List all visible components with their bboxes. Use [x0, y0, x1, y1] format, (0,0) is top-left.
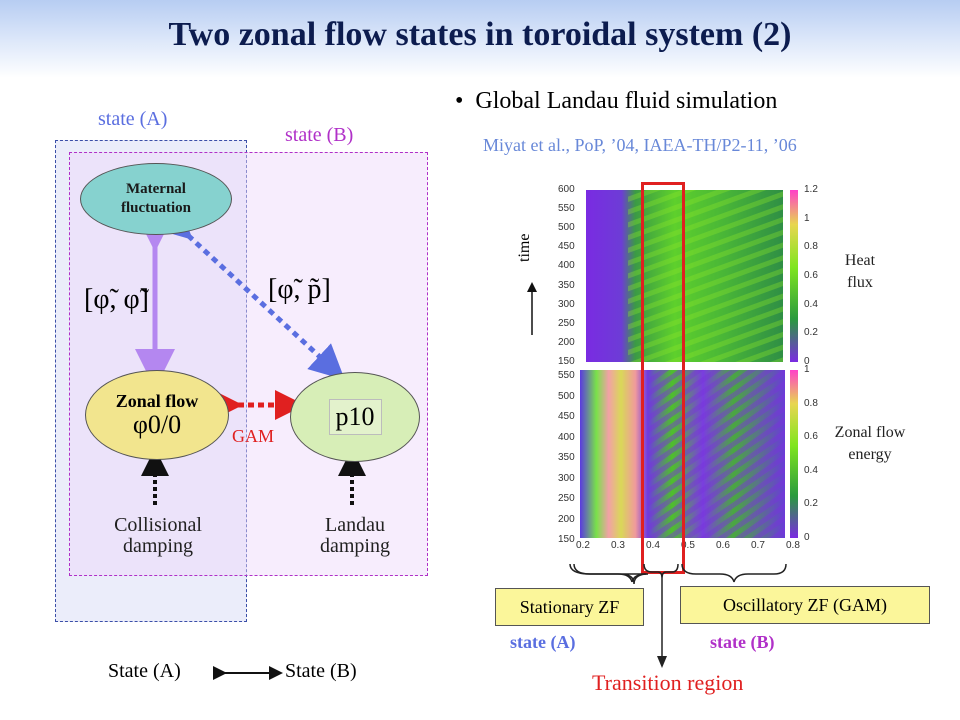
- landau-line2: damping: [320, 535, 390, 557]
- transition-highlight-box: [641, 182, 685, 574]
- y-axis-top-tick: 400: [558, 260, 575, 272]
- state-b-bottom-label: State (B): [285, 660, 357, 682]
- maternal-fluctuation-node: Maternal fluctuation: [80, 163, 232, 235]
- title-band: [0, 0, 960, 78]
- oscillatory-zf-box: Oscillatory ZF (GAM): [680, 586, 930, 624]
- state-a-bottom-label: State (A): [108, 660, 181, 682]
- zonal-energy-line2: energy: [848, 446, 892, 463]
- x-axis-tick: 0.4: [646, 540, 660, 551]
- y-axis-top-tick: 600: [558, 184, 575, 195]
- x-axis-tick: 0.7: [751, 540, 765, 551]
- collisional-line1: Collisional: [114, 514, 202, 536]
- colorbar-top-tick: 0: [804, 356, 810, 367]
- zonal-flow-energy-label: Zonal flow energy: [815, 422, 925, 466]
- y-axis-top-tick: 500: [558, 222, 575, 234]
- heat-flux-line1: Heat: [844, 252, 876, 269]
- x-axis-tick: 0.8: [786, 540, 800, 551]
- p10-symbol: p10: [328, 399, 382, 435]
- simulation-heatmaps: [580, 190, 798, 538]
- zonal-flow-node: Zonal flow φ0/0: [85, 370, 229, 460]
- y-axis-top-tick: 550: [558, 203, 575, 215]
- stationary-zf-box: Stationary ZF: [495, 588, 644, 626]
- zonal-energy-line1: Zonal flow: [834, 424, 906, 441]
- heat-flux-label: Heat flux: [820, 250, 900, 294]
- state-b-right-label: state (B): [710, 632, 775, 652]
- x-axis-tick: 0.6: [716, 540, 730, 551]
- y-axis-bottom-tick: 300: [558, 472, 575, 484]
- bullet-item: • Global Landau fluid simulation: [455, 88, 777, 115]
- y-axis-top-tick: 350: [558, 279, 575, 291]
- colorbar-top-tick: 0.4: [804, 298, 818, 310]
- transition-region-label: Transition region: [592, 670, 744, 695]
- page-title: Two zonal flow states in toroidal system…: [168, 16, 792, 53]
- y-axis-top-tick: 300: [558, 298, 575, 310]
- colorbar-zonal-energy: [790, 370, 798, 538]
- colorbar-bottom-tick: 0.2: [804, 498, 818, 510]
- y-axis-bottom-tick: 400: [558, 431, 575, 443]
- state-b-label: state (B): [285, 124, 354, 146]
- x-axis-tick: 0.3: [611, 540, 625, 551]
- bullet-icon: •: [455, 88, 464, 114]
- zonal-flow-symbol: φ0/0: [132, 409, 182, 439]
- coupling-arrow-phi-p: [155, 203, 345, 380]
- p10-node: p10: [290, 372, 420, 462]
- y-axis-top-tick: 450: [558, 241, 575, 253]
- collisional-line2: damping: [123, 535, 193, 557]
- brace-oscillatory: [681, 563, 787, 583]
- landau-damping-label: Landau damping: [290, 515, 420, 557]
- heat-flux-line2: flux: [847, 274, 873, 291]
- colorbar-bottom-tick: 0: [804, 532, 810, 543]
- colorbar-heat-flux: [790, 190, 798, 362]
- bullet-text: Global Landau fluid simulation: [475, 88, 778, 114]
- colorbar-bottom-tick: 0.4: [804, 464, 818, 476]
- y-axis-bottom-tick: 250: [558, 493, 575, 504]
- collisional-damping-label: Collisional damping: [88, 515, 228, 557]
- colorbar-bottom-tick: 1: [804, 364, 810, 375]
- zonal-flow-label: Zonal flow: [115, 390, 199, 411]
- time-arrow-icon: [527, 282, 537, 335]
- simulation-plot: 600 550 500 450 400 350 300 250 200 150 550 500 450…: [528, 182, 848, 567]
- y-axis-bottom-tick: 550: [558, 370, 575, 381]
- y-axis-bottom-tick: 500: [558, 390, 575, 402]
- y-axis-bottom-tick: 150: [558, 534, 575, 545]
- colorbar-bottom-tick: 0.8: [804, 397, 818, 409]
- colorbar-top-tick: 0.2: [804, 327, 818, 339]
- region-braces: [569, 563, 787, 668]
- colorbar-top-tick: 0.6: [804, 270, 818, 281]
- gam-label: GAM: [232, 426, 275, 446]
- y-axis-bottom-tick: 350: [558, 452, 575, 463]
- y-axis-bottom-tick: 200: [558, 513, 575, 525]
- colorbar-top-tick: 1: [804, 212, 810, 224]
- colorbar-bottom-tick: 0.6: [804, 431, 818, 443]
- landau-line1: Landau: [325, 514, 385, 536]
- x-axis-tick: 0.2: [576, 540, 590, 551]
- bracket-phi-p: [φ̃, p̃]: [268, 274, 331, 305]
- colorbar-top-tick: 0.8: [804, 241, 818, 253]
- maternal-label-line1: Maternal: [126, 181, 186, 197]
- y-axis-top-tick: 250: [558, 317, 575, 329]
- colorbar-top-tick: 1.2: [804, 184, 818, 195]
- y-axis-bottom-tick: 450: [558, 411, 575, 422]
- state-a-label: state (A): [98, 108, 168, 130]
- maternal-label-line2: fluctuation: [120, 200, 191, 216]
- bracket-phi-phi: [φ̃, φ̃]: [84, 284, 149, 315]
- brace-transition: [643, 563, 679, 579]
- state-a-right-label: state (A): [510, 632, 576, 652]
- citation: Miyat et al., PoP, ’04, IAEA-TH/P2-11, ’…: [483, 135, 797, 155]
- y-axis-top-tick: 150: [558, 356, 575, 367]
- x-axis-tick: 0.5: [681, 540, 695, 551]
- y-axis-top-tick: 200: [558, 336, 575, 348]
